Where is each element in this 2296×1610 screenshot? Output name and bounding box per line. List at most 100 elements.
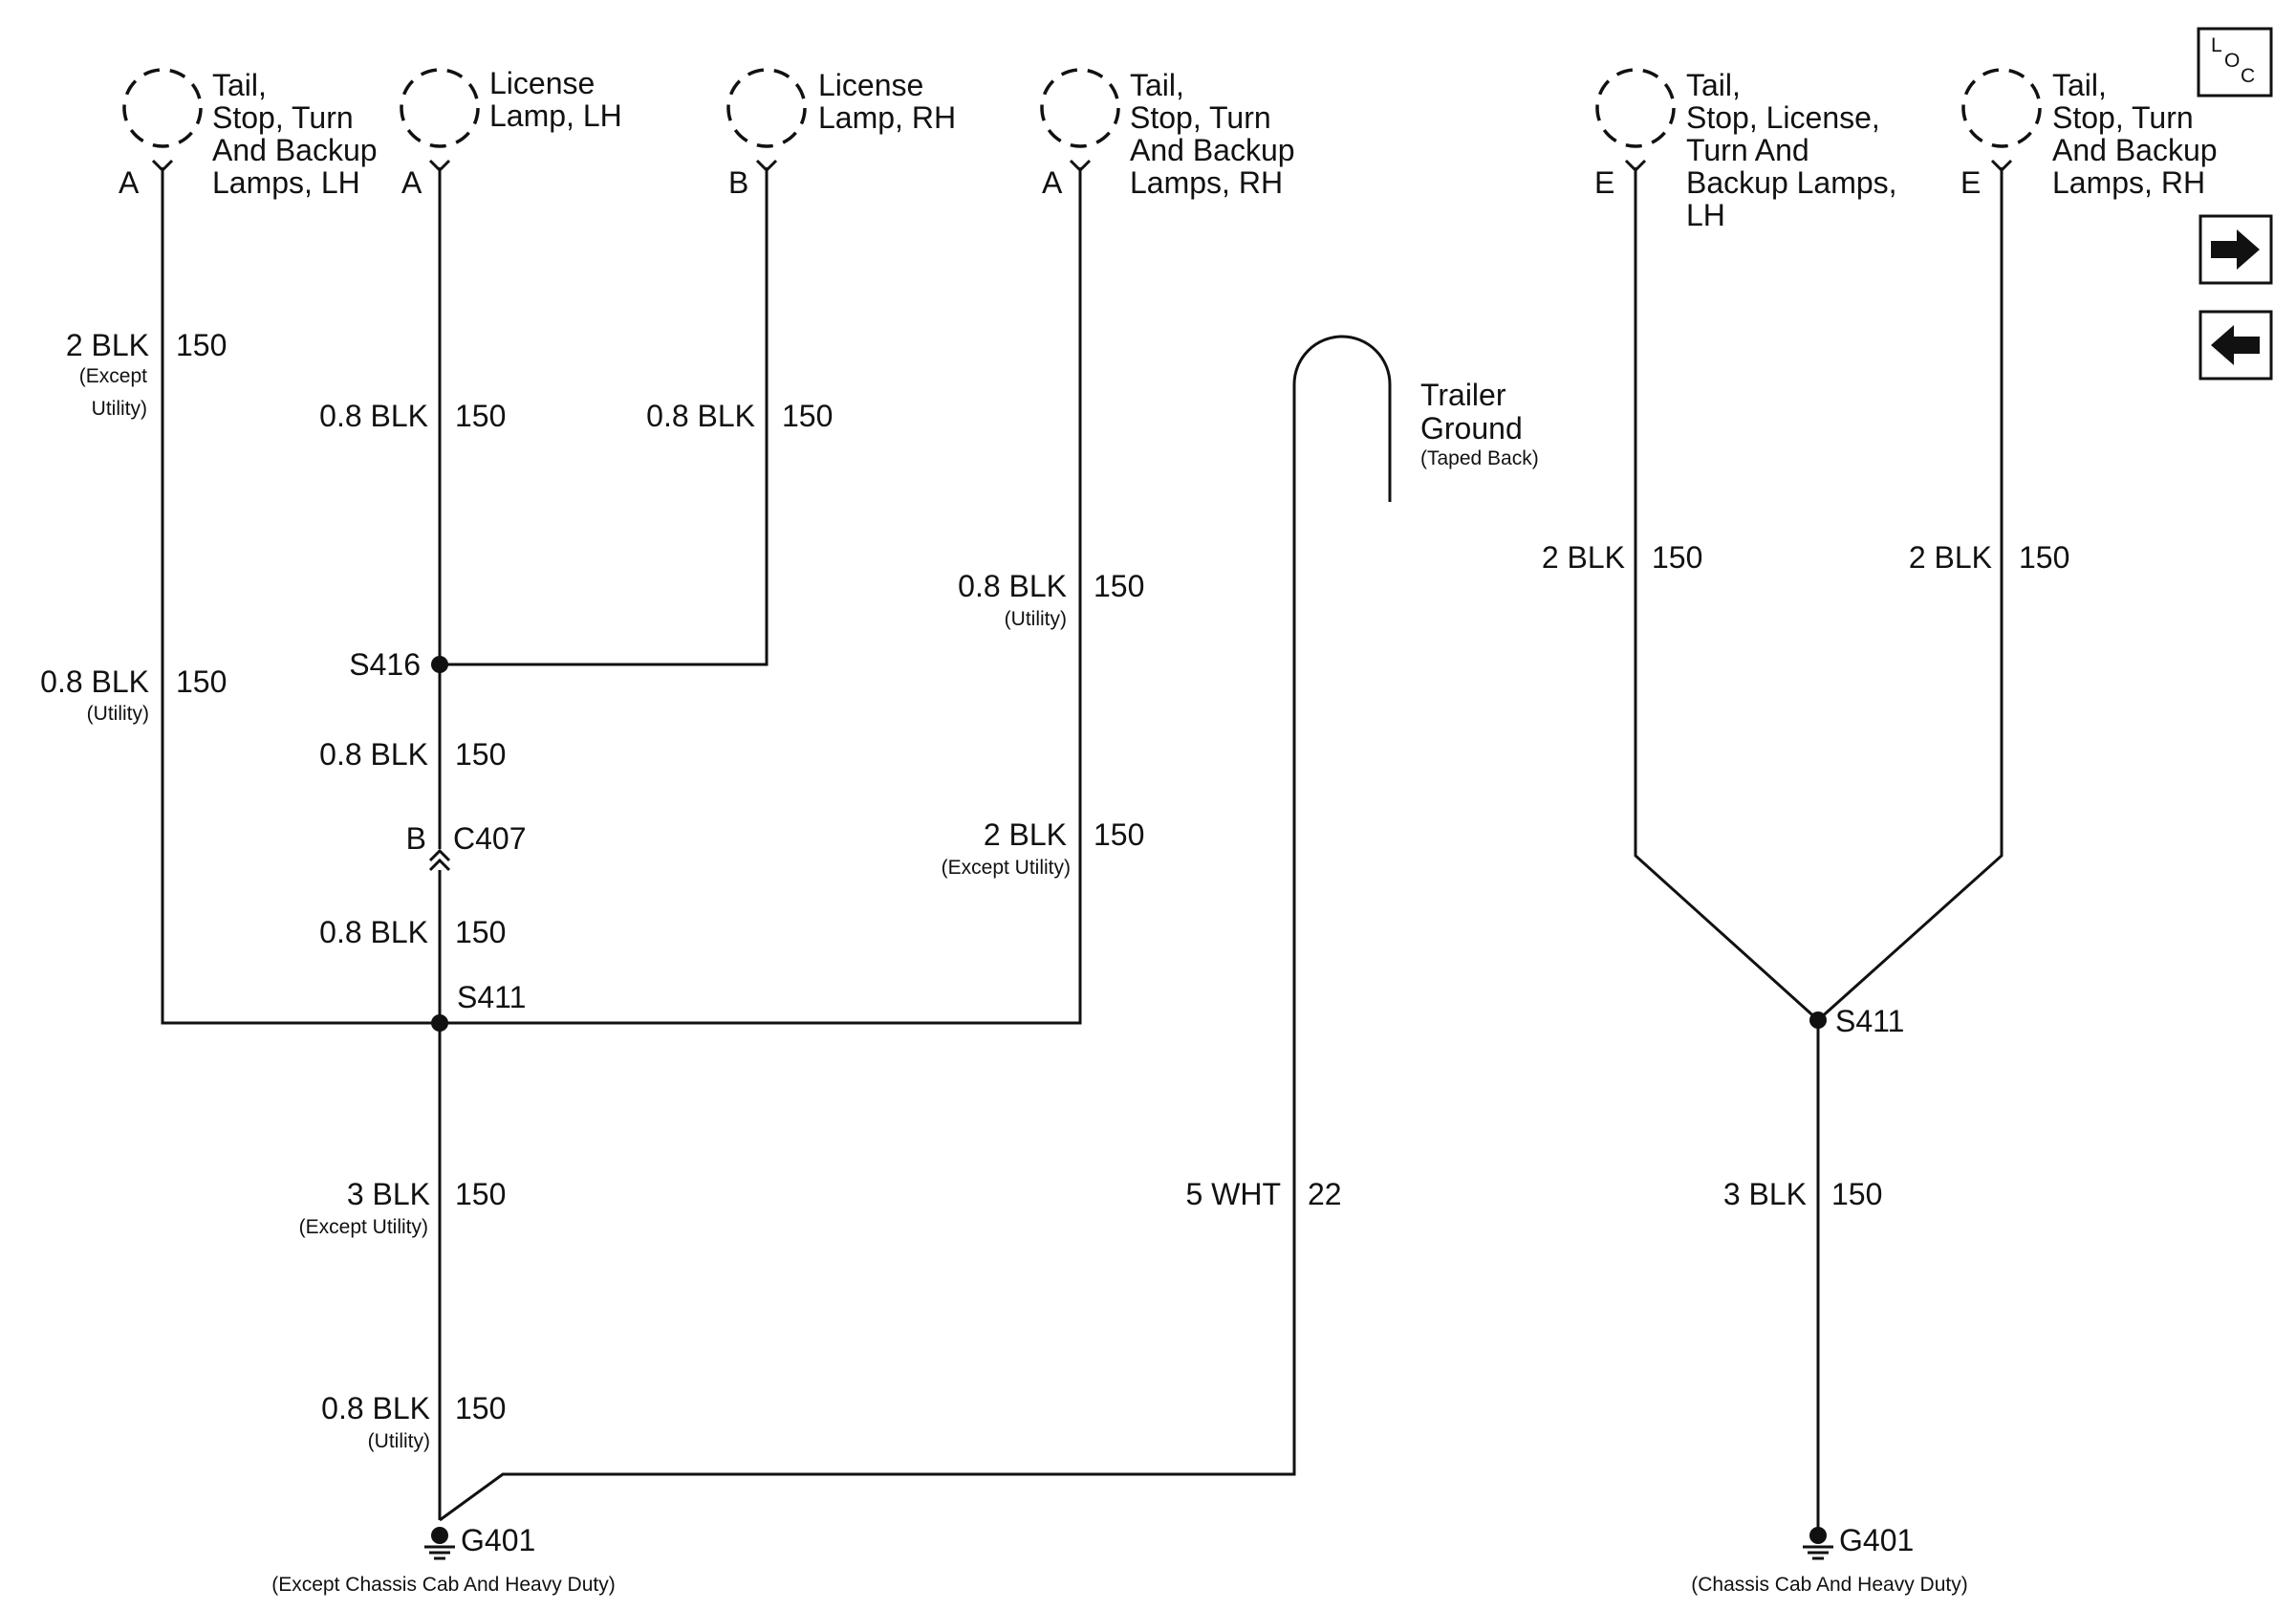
lamp-tail-stop-turn-backup-lh: Tail, Stop, Turn And Backup Lamps, LH A [119,68,378,200]
lamp-label-line: Lamp, LH [489,98,622,133]
wire-circuit-number: 150 [2019,540,2069,575]
terminal-icon [755,159,778,173]
lamp-label-line: Stop, Turn [1130,100,1271,135]
arrow-left-icon [2211,325,2260,365]
wire-circuit-number: 150 [176,664,227,699]
wire-tail-lamps-rh-right [1816,167,2004,1022]
ground-g401-right: G401 (Chassis Cab And Heavy Duty) [1691,1523,1967,1596]
wire-size-color: 0.8 BLK [40,664,149,699]
terminal-icon [428,159,451,173]
trailer-ground-title: Trailer [1420,378,1506,412]
terminal-pin-label: B [728,165,748,200]
wire-circuit-number: 150 [1652,540,1702,575]
splice-dot-icon [1809,1012,1827,1029]
terminal-pin-label: A [1042,165,1063,200]
wire-circuit-number: 150 [455,399,506,433]
lamp-label-line: Backup Lamps, [1686,165,1897,200]
trailer-ground-title: Ground [1420,411,1523,446]
wire-label-w11: 5 WHT 22 [1185,1177,1341,1211]
splice-s416: S416 [349,647,448,682]
lamp-tail-stop-turn-backup-rh: Tail, Stop, Turn And Backup Lamps, RH A [1040,68,1295,200]
wire-note: Utility) [92,398,147,420]
wire-size-color: 0.8 BLK [958,569,1067,603]
wire-label-w1: 2 BLK 150 (Except Utility) [66,328,227,420]
lamp-tail-stop-license-turn-backup-lh: Tail, Stop, License, Turn And Backup Lam… [1594,68,1897,232]
wire-note: (Utility) [87,703,149,725]
wire-circuit-number: 150 [455,1391,506,1425]
ground-note: (Except Chassis Cab And Heavy Duty) [271,1574,615,1596]
terminal-pin-label: E [1960,165,1981,200]
wire-circuit-number: 150 [782,399,833,433]
wire-size-color: 2 BLK [1542,540,1625,575]
lamp-label-line: License [489,66,595,100]
prev-page-button[interactable] [2199,310,2273,381]
wire-trailer-ground [439,335,1392,1522]
lamp-label-line: License [818,68,923,102]
wire-size-color: 0.8 BLK [319,915,428,949]
wire-label-w6: 0.8 BLK 150 [319,915,506,949]
trailer-ground-note: (Taped Back) [1420,447,1539,469]
wire-size-color: 2 BLK [66,328,149,362]
lamp-label-line: Tail, [2052,68,2107,102]
connector-c407: B C407 [406,821,527,872]
lamp-label-line: Turn And [1686,133,1809,167]
wire-license-lamp-rh [440,167,769,666]
terminal-icon [151,159,174,173]
wire-circuit-number: 150 [1831,1177,1882,1211]
wire-tail-lamps-lh-right [1634,167,1820,1022]
lamp-label-line: Stop, Turn [212,100,354,135]
wire-label-w4: 0.8 BLK 150 [646,399,833,433]
loc-button[interactable]: L O C [2197,27,2273,98]
wire-circuit-number: 150 [455,737,506,772]
lamp-label-line: LH [1686,198,1725,232]
wire-circuit-number: 22 [1308,1177,1342,1211]
wire-size-color: 5 WHT [1185,1177,1281,1211]
wire-label-w5: 0.8 BLK 150 [319,737,506,772]
wire-label-w3: 0.8 BLK 150 [319,399,506,433]
wire-circuit-number: 150 [1094,569,1144,603]
terminal-icon [1990,159,2013,173]
wire-label-w2: 0.8 BLK 150 (Utility) [40,664,227,725]
loc-letter: C [2241,65,2255,87]
loc-letter: O [2224,50,2240,72]
wire-circuit-number: 150 [1094,817,1144,852]
wire-label-w7: 0.8 BLK 150 (Utility) [958,569,1144,630]
lamp-label-line: Tail, [1686,68,1741,102]
wire-note: (Except Utility) [299,1216,428,1238]
ground-name: G401 [1839,1523,1914,1557]
wire-label-w10: 0.8 BLK 150 (Utility) [321,1391,506,1452]
wire-note: (Except [79,365,147,387]
next-page-button[interactable] [2199,214,2273,285]
lamp-tail-stop-turn-backup-rh-2: Tail, Stop, Turn And Backup Lamps, RH E [1960,68,2218,200]
lamp-bulb-icon [1040,68,1120,148]
splice-s411-left: S411 [431,980,526,1032]
terminal-pin-label: A [119,165,140,200]
connector-name: C407 [453,821,527,856]
splice-dot-icon [431,1014,448,1032]
wire-circuit-number: 150 [455,1177,506,1211]
wire-circuit-number: 150 [455,915,506,949]
lamp-bulb-icon [726,68,807,148]
wire-size-color: 3 BLK [1723,1177,1807,1211]
wire-size-color: 3 BLK [347,1177,430,1211]
wire-tail-lamps-rh [440,167,1082,1025]
terminal-icon [1624,159,1647,173]
lamp-label-line: Lamp, RH [818,100,956,135]
wire-note: (Utility) [368,1430,430,1452]
lamp-bulb-icon [400,68,480,148]
wire-note: (Except Utility) [942,857,1071,879]
trailer-ground-label: Trailer Ground (Taped Back) [1420,378,1539,469]
arrow-right-icon [2211,229,2260,270]
lamp-label-line: Lamps, RH [1130,165,1283,200]
lamp-label-line: And Backup [1130,133,1295,167]
lamp-label-line: Lamps, LH [212,165,360,200]
lamp-bulb-icon [1961,68,2042,148]
wire-label-w9: 3 BLK 150 (Except Utility) [299,1177,507,1238]
splice-s411-right: S411 [1809,1004,1904,1038]
connector-pin-label: B [406,821,426,856]
wire-label-w8: 2 BLK 150 (Except Utility) [942,817,1145,879]
terminal-pin-label: A [401,165,422,200]
ground-name: G401 [461,1523,535,1557]
terminal-pin-label: E [1594,165,1614,200]
